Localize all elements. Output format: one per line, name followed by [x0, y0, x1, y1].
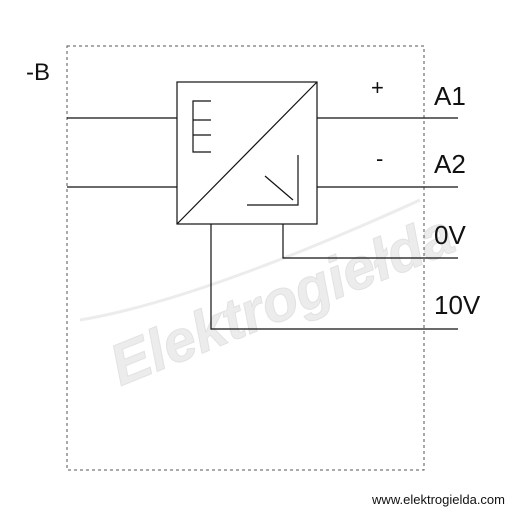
website-url: www.elektrogielda.com — [371, 492, 505, 507]
polarity-minus-a2: - — [376, 146, 383, 171]
meander-icon — [192, 100, 211, 153]
terminal-label-a2: A2 — [434, 149, 466, 179]
output-arrow-icon — [264, 175, 294, 201]
output-signal-icon — [247, 155, 299, 206]
polarity-plus-a1: + — [371, 75, 384, 100]
watermark-swoosh — [79, 198, 421, 322]
terminal-label-a1: A1 — [434, 81, 466, 111]
terminal-label-10v: 10V — [434, 290, 481, 320]
component-designation: -B — [26, 59, 50, 86]
watermark-logo: Elektrogiełda — [79, 198, 463, 399]
enclosure-dashed-border — [66, 45, 425, 471]
converter-diagonal — [176, 81, 318, 225]
terminal-line-10v — [210, 224, 458, 330]
terminal-label-0v: 0V — [434, 220, 466, 250]
converter-symbol — [176, 81, 318, 225]
svg-text:Elektrogiełda: Elektrogiełda — [101, 202, 463, 399]
terminal-line-0v — [282, 224, 458, 259]
